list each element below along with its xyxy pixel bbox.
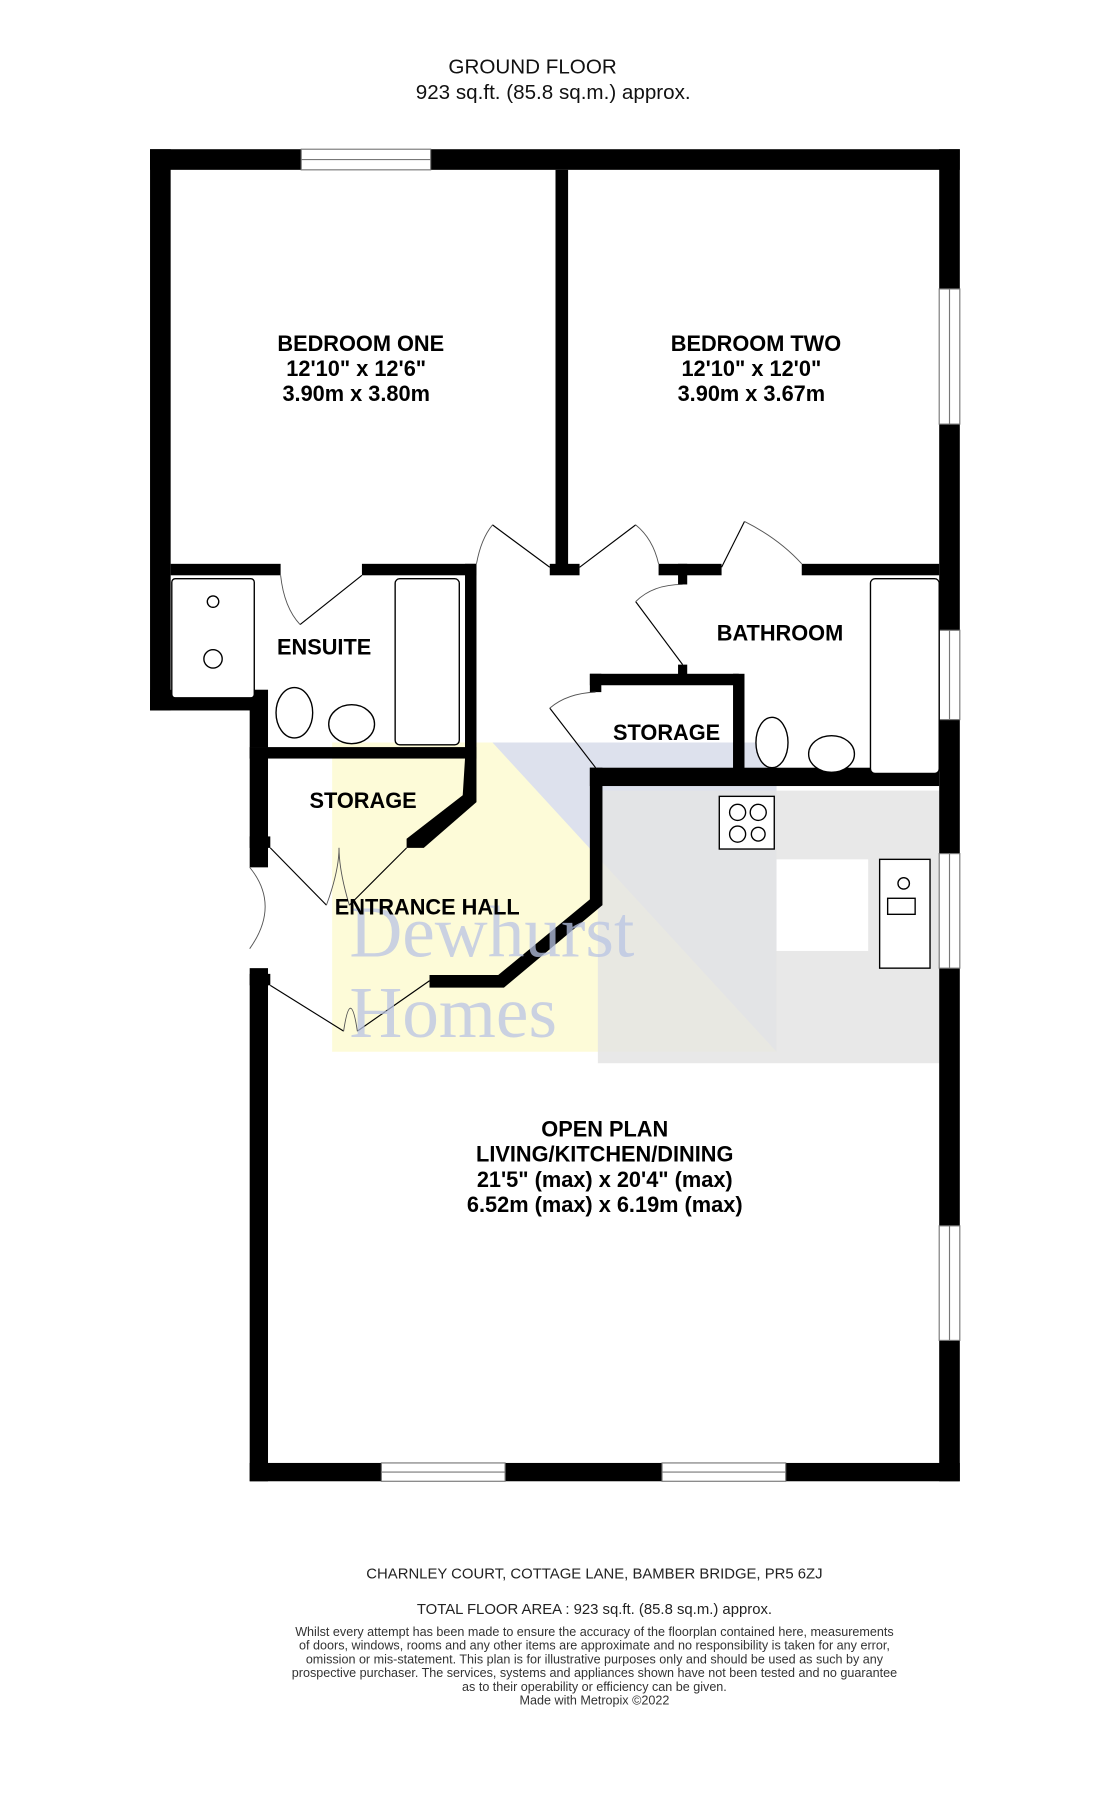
open-plan-metric: 6.52m (max) x 6.19m (max) <box>467 1192 743 1217</box>
disclaimer-line: omission or mis-statement. This plan is … <box>306 1652 884 1666</box>
watermark-line2: Homes <box>349 972 557 1053</box>
disclaimer-line: of doors, windows, rooms and any other i… <box>299 1639 890 1653</box>
bathroom-toilet <box>755 716 789 769</box>
disclaimer-line: Whilst every attempt has been made to en… <box>295 1625 894 1639</box>
footer: CHARNLEY COURT, COTTAGE LANE, BAMBER BRI… <box>292 1567 897 1708</box>
ensuite-basin <box>328 704 376 745</box>
bathroom-bath <box>869 578 940 775</box>
floor-title: GROUND FLOOR <box>448 56 616 79</box>
doors <box>249 521 803 1032</box>
bathroom-name: BATHROOM <box>717 621 843 646</box>
ensuite-bath <box>394 578 460 746</box>
room-labels: BEDROOM ONE 12'10" x 12'6" 3.90m x 3.80m… <box>277 331 843 1217</box>
disclaimer-line: as to their operability or efficiency ca… <box>462 1680 727 1694</box>
bathroom-basin <box>807 734 856 773</box>
entrance-hall-name: ENTRANCE HALL <box>335 894 520 919</box>
credit: Made with Metropix ©2022 <box>520 1694 670 1708</box>
storage-hall-name: STORAGE <box>309 788 416 813</box>
ensuite-toilet <box>275 686 314 739</box>
open-plan-imperial: 21'5" (max) x 20'4" (max) <box>477 1167 733 1192</box>
address: CHARNLEY COURT, COTTAGE LANE, BAMBER BRI… <box>366 1567 822 1583</box>
bedroom-one-metric: 3.90m x 3.80m <box>282 381 430 406</box>
fixtures <box>171 578 940 969</box>
open-plan-name1: OPEN PLAN <box>541 1117 668 1142</box>
windows <box>300 148 961 1482</box>
storage-bath-name: STORAGE <box>613 720 720 745</box>
total-area: TOTAL FLOOR AREA : 923 sq.ft. (85.8 sq.m… <box>417 1602 772 1618</box>
bedroom-one-imperial: 12'10" x 12'6" <box>286 356 426 381</box>
shower-tray <box>171 578 255 699</box>
floor-area: 923 sq.ft. (85.8 sq.m.) approx. <box>416 81 691 104</box>
bedroom-one-name: BEDROOM ONE <box>277 331 444 356</box>
hob <box>718 795 775 850</box>
ensuite-name: ENSUITE <box>277 634 371 659</box>
disclaimer-line: prospective purchaser. The services, sys… <box>292 1666 897 1680</box>
bedroom-two-imperial: 12'10" x 12'0" <box>681 356 821 381</box>
bedroom-two-name: BEDROOM TWO <box>671 331 841 356</box>
bedroom-two-metric: 3.90m x 3.67m <box>678 381 826 406</box>
watermark-line1: Dewhurst <box>349 892 634 973</box>
open-plan-name2: LIVING/KITCHEN/DINING <box>476 1142 733 1167</box>
